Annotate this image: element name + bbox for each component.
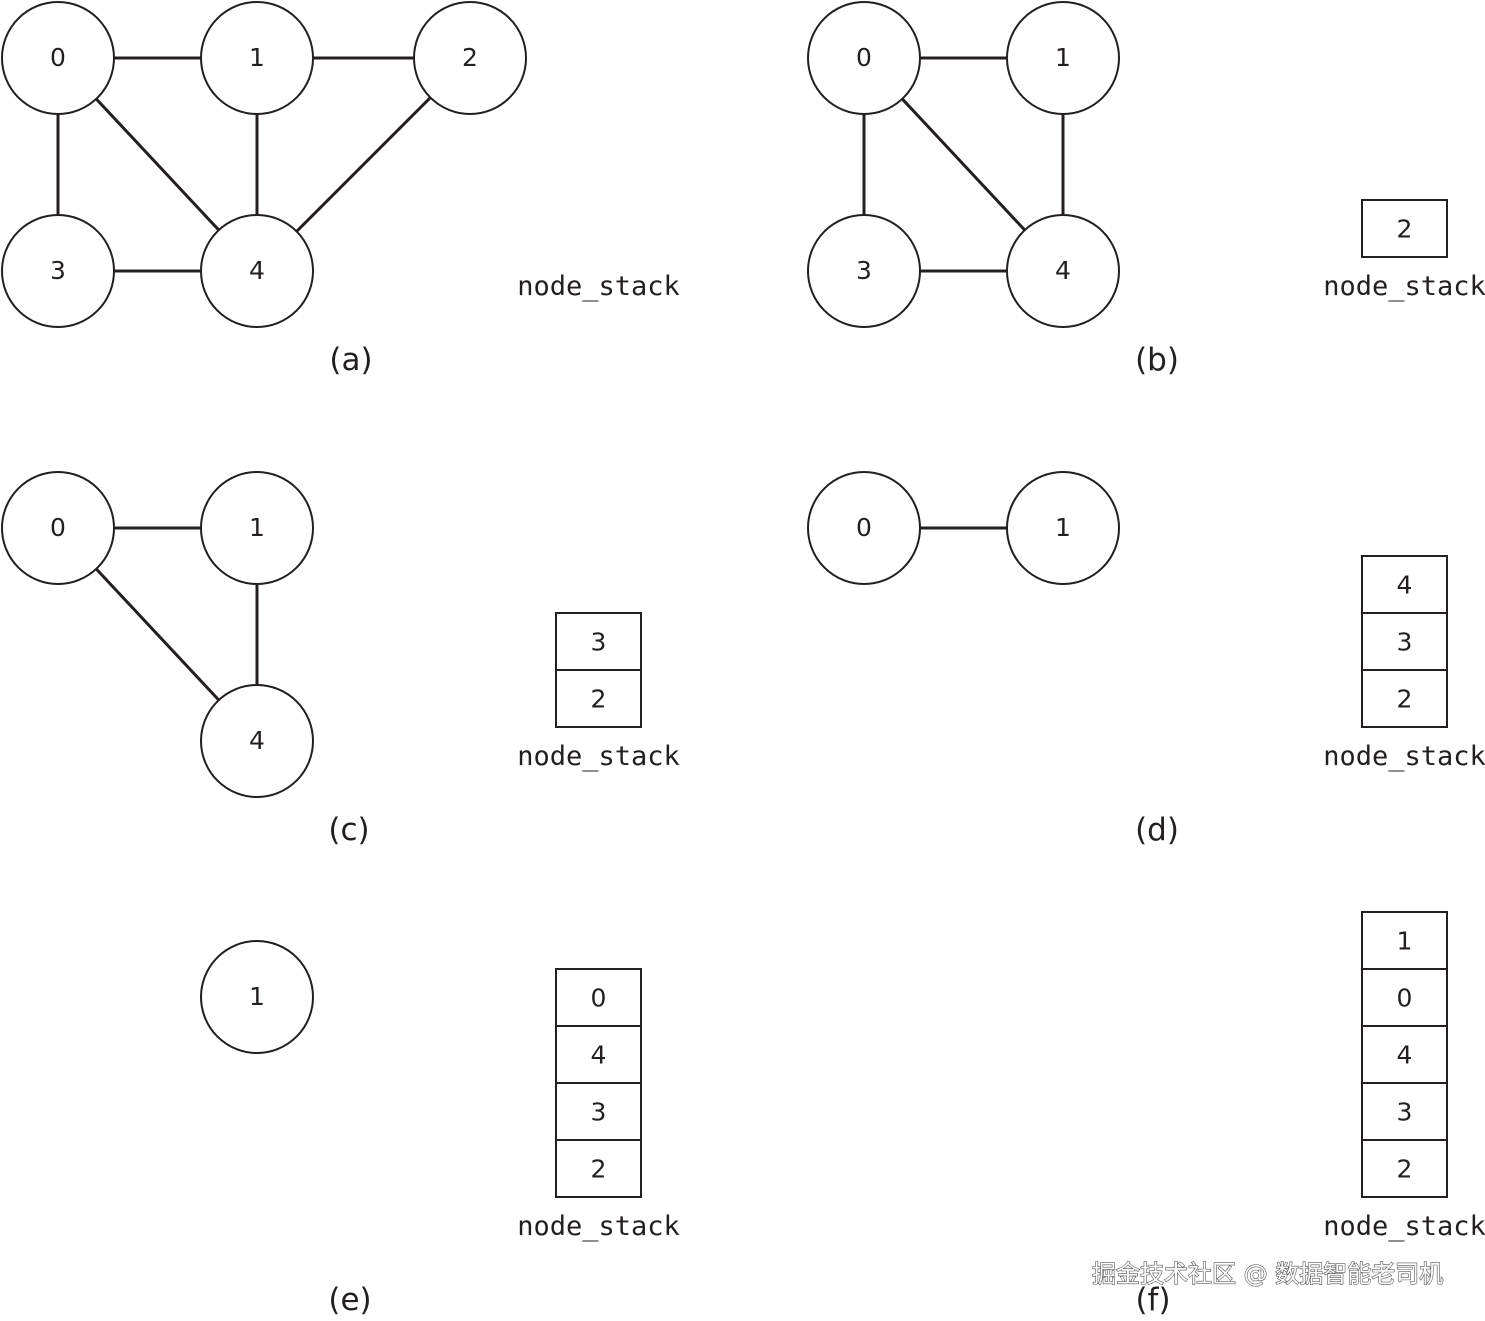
panel-caption: (a) xyxy=(329,342,372,378)
stack-label: node_stack xyxy=(1323,1211,1485,1242)
stack-label: node_stack xyxy=(1323,271,1485,302)
node-label: 4 xyxy=(249,726,265,755)
watermark: 掘金技术社区 @ 数据智能老司机 xyxy=(1092,1260,1443,1288)
stack-cell xyxy=(555,968,642,1027)
stack-cell-value: 4 xyxy=(1397,571,1413,600)
stack-cell-value: 1 xyxy=(1397,927,1413,956)
node-0 xyxy=(1,1,115,115)
node-label: 3 xyxy=(50,256,66,285)
stack-cell-value: 3 xyxy=(591,1098,607,1127)
stack-cell-value: 2 xyxy=(1397,215,1413,244)
node-0 xyxy=(807,1,921,115)
node-0 xyxy=(1,471,115,585)
node-4 xyxy=(200,684,314,798)
stack-cell xyxy=(1361,199,1448,258)
node-label: 1 xyxy=(249,513,265,542)
node-4 xyxy=(1006,214,1120,328)
stack-cell xyxy=(555,1139,642,1198)
stack-label: node_stack xyxy=(517,271,680,302)
node-1 xyxy=(200,940,314,1054)
node-0 xyxy=(807,471,921,585)
node-3 xyxy=(1,214,115,328)
panel-caption: (d) xyxy=(1135,812,1179,848)
stack-label: node_stack xyxy=(517,1211,680,1242)
stack-cell xyxy=(1361,1025,1448,1084)
stack-cell-value: 2 xyxy=(1397,685,1413,714)
stack-cell xyxy=(1361,1082,1448,1141)
node-2 xyxy=(413,1,527,115)
panel-caption: (f) xyxy=(1135,1282,1170,1318)
stack-cell-value: 0 xyxy=(591,984,607,1013)
stack-label: node_stack xyxy=(1323,741,1485,772)
stack-cell-value: 2 xyxy=(1397,1155,1413,1184)
node-1 xyxy=(1006,1,1120,115)
node-label: 1 xyxy=(1055,43,1071,72)
stack-cell-value: 3 xyxy=(1397,628,1413,657)
stack-cell-value: 4 xyxy=(1397,1041,1413,1070)
panel-b: 0 1 3 4 2 node_stack (b) xyxy=(807,1,1485,378)
panel-e: 1 0 4 3 2 node_stack (e) xyxy=(200,940,680,1318)
stack-label: node_stack xyxy=(517,741,680,772)
stack-cell-value: 3 xyxy=(1397,1098,1413,1127)
panel-caption: (c) xyxy=(328,812,369,848)
node-label: 0 xyxy=(856,43,872,72)
panel-c: 0 1 4 3 2 node_stack (c) xyxy=(1,471,680,848)
panel-d: 0 1 4 3 2 node_stack (d) xyxy=(807,471,1485,848)
stack-cell-value: 4 xyxy=(591,1041,607,1070)
stack-cell xyxy=(1361,1139,1448,1198)
node-label: 1 xyxy=(1055,513,1071,542)
node-label: 4 xyxy=(249,256,265,285)
stack-cell-value: 0 xyxy=(1397,984,1413,1013)
node-1 xyxy=(1006,471,1120,585)
stack-cell xyxy=(555,1082,642,1141)
node-label: 4 xyxy=(1055,256,1071,285)
node-label: 0 xyxy=(856,513,872,542)
node-4 xyxy=(200,214,314,328)
stack-cell-value: 3 xyxy=(591,628,607,657)
stack-cell-value: 2 xyxy=(591,685,607,714)
panel-f: 1 0 4 3 2 node_stack (f) xyxy=(1135,911,1485,1318)
panel-caption: (e) xyxy=(328,1282,371,1318)
node-label: 0 xyxy=(50,513,66,542)
stack-cell xyxy=(1361,968,1448,1027)
stack-cell-value: 2 xyxy=(591,1155,607,1184)
node-1 xyxy=(200,1,314,115)
panel-a: 0 1 2 3 4 node_stack (a) xyxy=(1,1,680,378)
stack-cell xyxy=(555,669,642,728)
node-label: 0 xyxy=(50,43,66,72)
stack-cell xyxy=(1361,669,1448,728)
node-label: 3 xyxy=(856,256,872,285)
stack-cell xyxy=(1361,612,1448,671)
node-label: 1 xyxy=(249,982,265,1011)
node-3 xyxy=(807,214,921,328)
panel-caption: (b) xyxy=(1135,342,1179,378)
node-label: 1 xyxy=(249,43,265,72)
node-label: 2 xyxy=(462,43,478,72)
node-1 xyxy=(200,471,314,585)
stack-cell xyxy=(1361,555,1448,614)
